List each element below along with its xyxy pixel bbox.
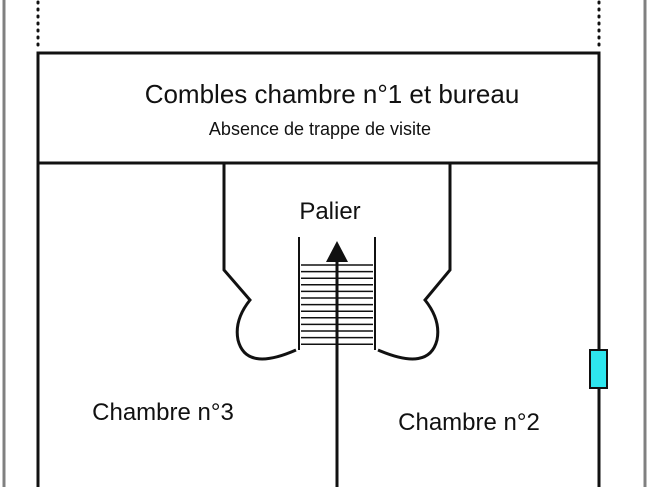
bedroom-2-label: Chambre n°2 xyxy=(398,409,540,436)
bedroom-3-label: Chambre n°3 xyxy=(92,399,234,426)
landing-wall-right xyxy=(377,163,452,361)
landing-wall-left xyxy=(222,163,297,361)
attic-subtitle: Absence de trappe de visite xyxy=(209,119,431,139)
attic-box xyxy=(36,51,601,165)
dotted-walls-upper xyxy=(36,0,601,52)
landing-label: Palier xyxy=(299,198,360,225)
staircase xyxy=(298,237,376,487)
attic-title: Combles chambre n°1 et bureau xyxy=(145,79,520,109)
window-icon xyxy=(589,349,608,389)
arrow-up-icon xyxy=(326,241,348,262)
